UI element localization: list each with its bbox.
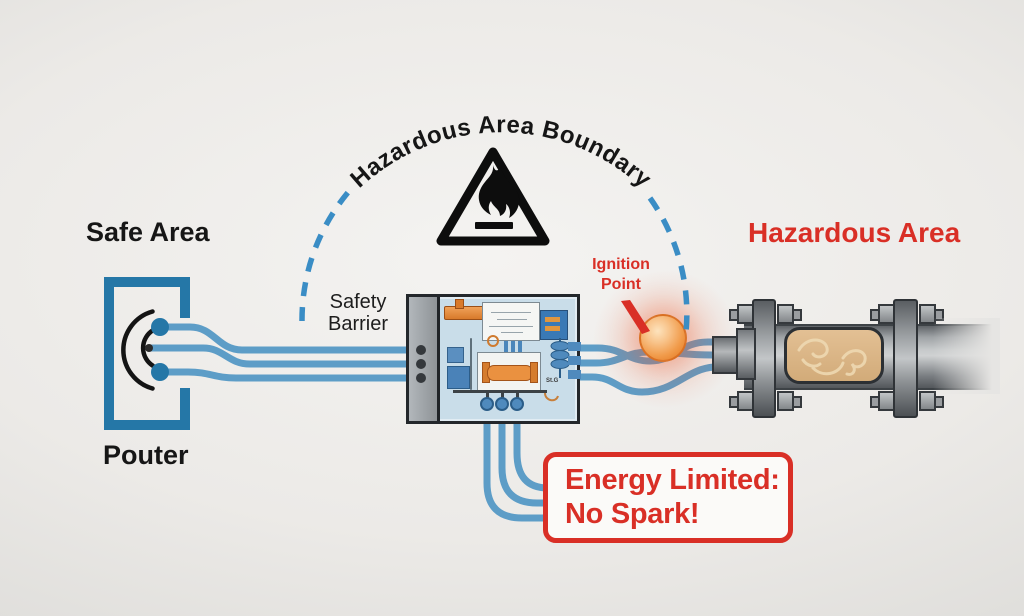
circuit-trace	[470, 338, 472, 390]
wire-left-bottom	[156, 368, 424, 382]
resistor-lead	[455, 299, 464, 309]
wire-right-bottom	[558, 363, 718, 396]
output-tab	[568, 370, 581, 379]
capacitor-plate	[518, 341, 522, 354]
wire-left-mid	[145, 344, 424, 368]
wire-bottom-3	[513, 396, 552, 492]
wire-bottom-2	[498, 396, 551, 507]
ignition-point-label: Ignition Point	[592, 256, 650, 293]
power-source-label: Pouter	[103, 440, 189, 470]
hazardous-area-label: Hazardous Area	[748, 217, 961, 248]
barrier-terminal-panel	[409, 297, 440, 421]
ground-hook-component	[544, 392, 559, 402]
fuse-component	[487, 365, 533, 381]
callout-line2: No Spark!	[565, 497, 700, 530]
schematic-panel-fuse	[477, 352, 541, 393]
capacitor-block-large	[447, 366, 470, 389]
barrier-micro-label: St.G	[546, 378, 559, 384]
safety-barrier-box: St.G	[406, 294, 581, 424]
capacitor-plate	[511, 341, 515, 354]
barrier-terminal	[416, 373, 426, 383]
capacitor-plate	[504, 341, 508, 354]
bottom-terminal	[495, 397, 509, 411]
zener-diode-stack	[550, 338, 570, 378]
ignition-sphere-icon	[639, 314, 687, 362]
socket-terminal-top	[151, 318, 169, 336]
safety-barrier-label: Safety Barrier	[327, 291, 388, 336]
barrier-terminal	[416, 359, 426, 369]
wire-bottom-1	[483, 396, 551, 522]
bottom-bus-rail	[453, 390, 547, 393]
energy-limited-callout: Energy Limited: No Spark!	[543, 452, 793, 543]
output-tab	[568, 342, 581, 351]
fuse-cap	[530, 362, 538, 383]
callout-line1: Energy Limited:	[565, 463, 780, 496]
socket-terminal-center	[145, 344, 153, 352]
bottom-terminal	[510, 397, 524, 411]
wire-right-top	[558, 338, 720, 365]
safe-area-label: Safe Area	[86, 217, 210, 247]
resistor-component	[444, 306, 486, 320]
wire-left-top	[156, 323, 424, 354]
barrier-terminal	[416, 345, 426, 355]
capacitor-block-small	[447, 347, 464, 363]
socket-terminal-bottom	[151, 363, 169, 381]
schematic-panel-top	[482, 302, 540, 341]
indicator-component	[487, 335, 499, 347]
power-socket-icon	[104, 277, 190, 430]
output-tab	[568, 356, 581, 365]
bottom-terminal	[480, 397, 494, 411]
relay-component	[540, 310, 568, 340]
